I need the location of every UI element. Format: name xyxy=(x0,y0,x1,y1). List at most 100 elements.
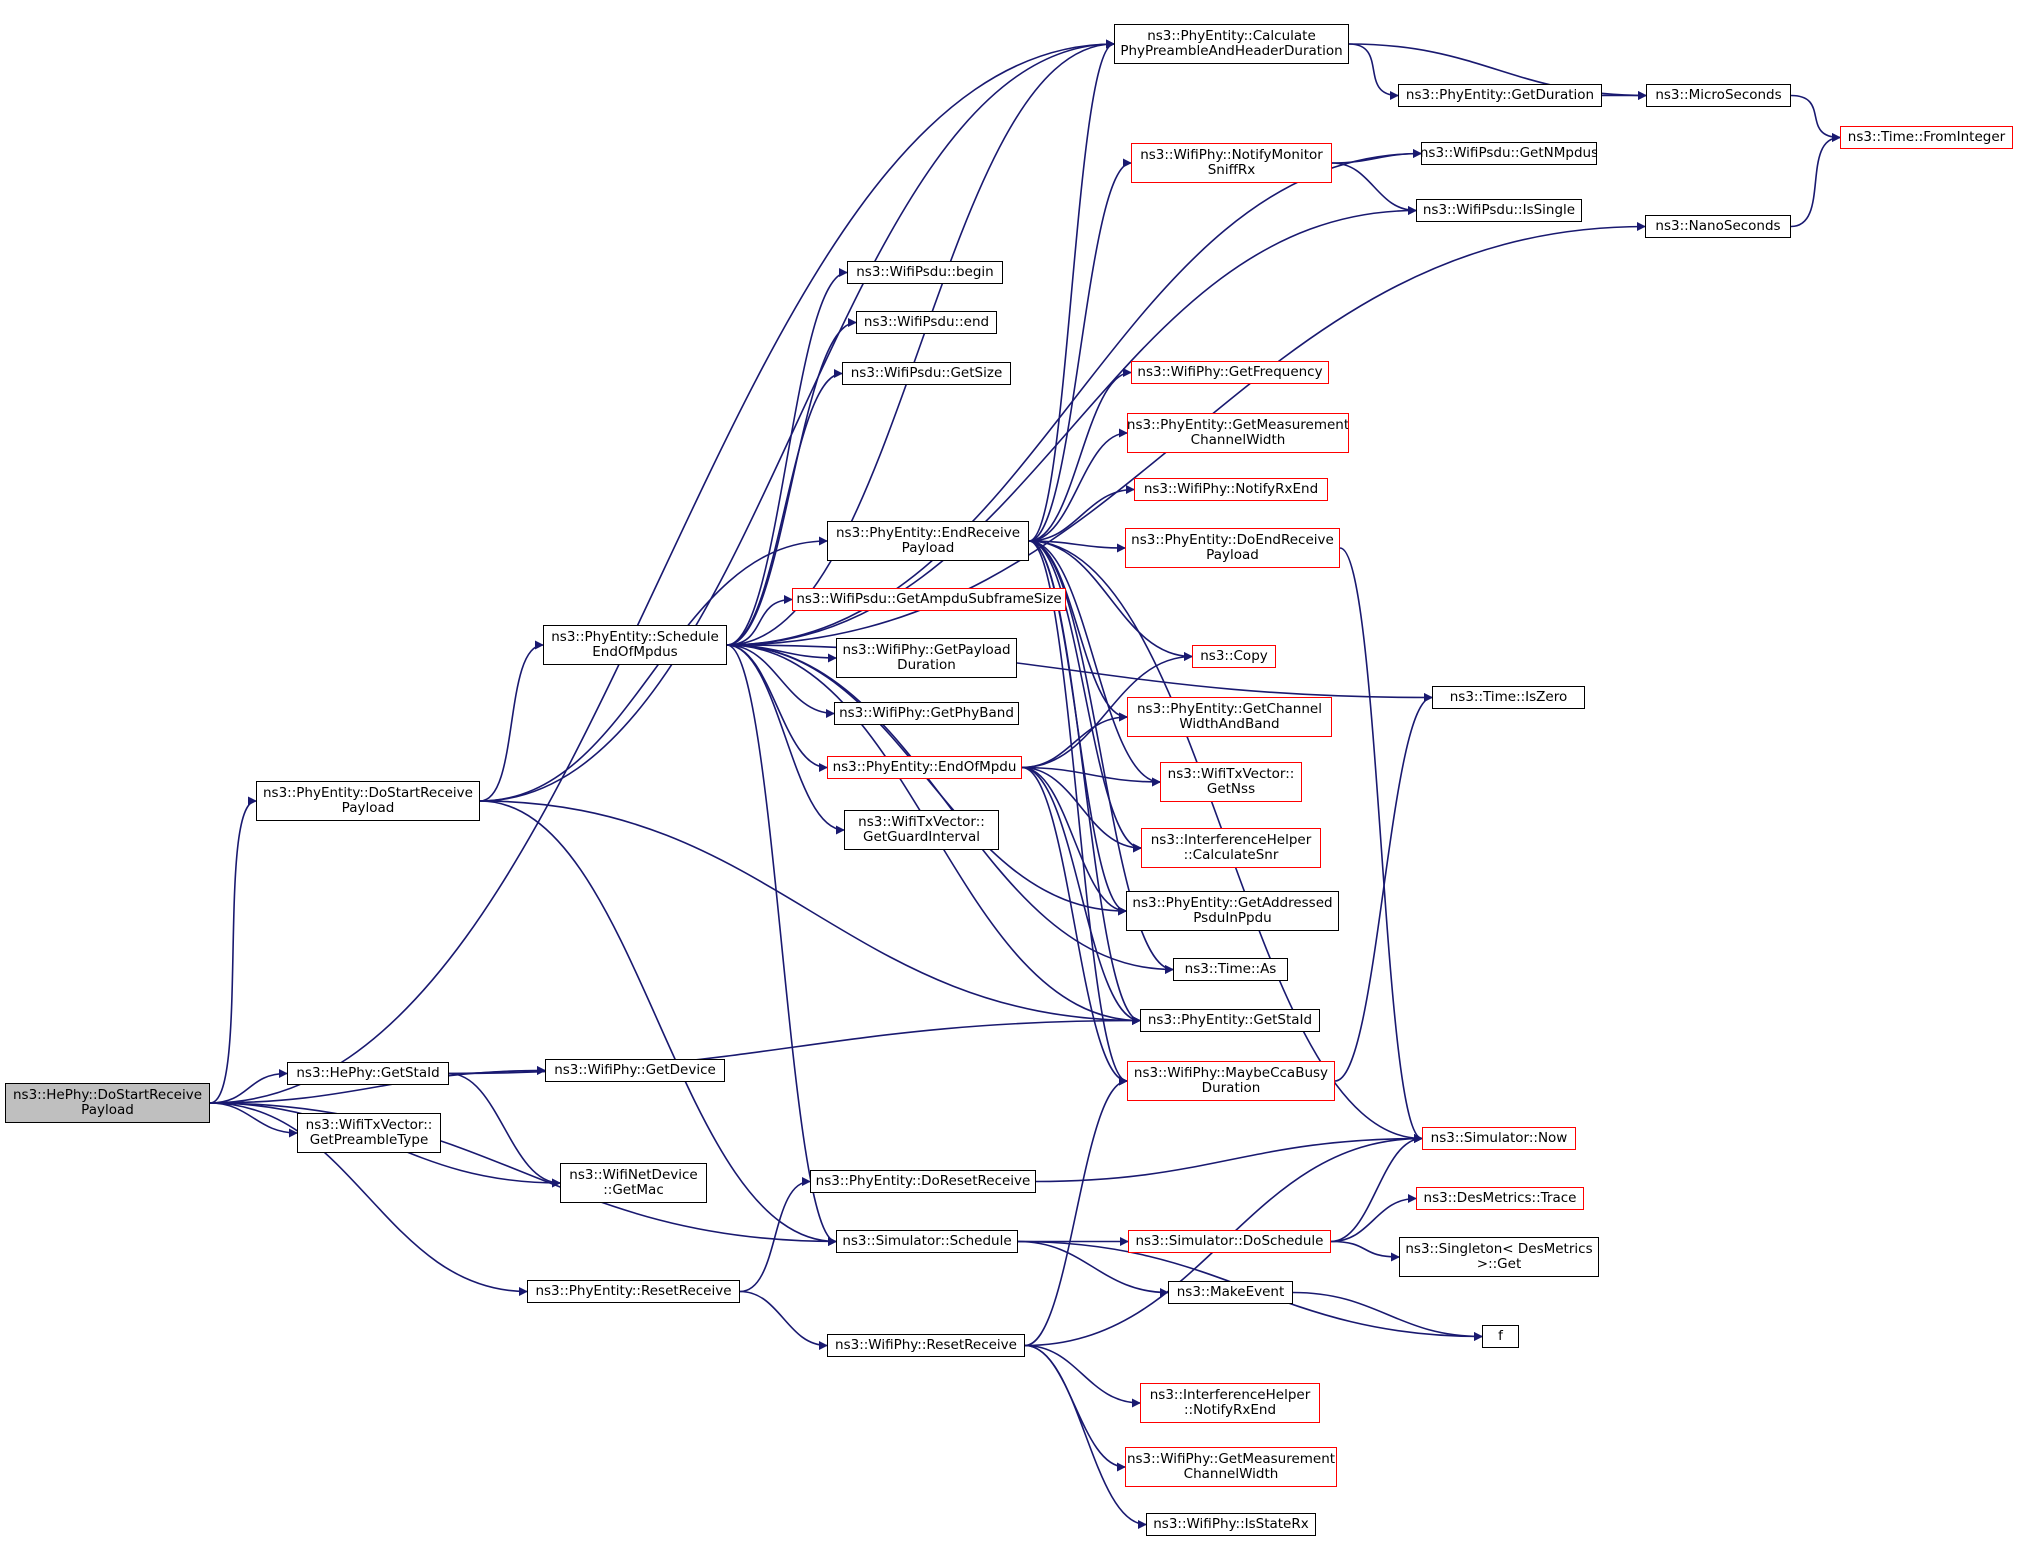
function-node-label: ns3::WifiNetDevice xyxy=(569,1167,698,1183)
function-node-endofmpdu[interactable]: ns3::PhyEntity::EndOfMpdu xyxy=(827,756,1022,779)
function-node-time-iszero[interactable]: ns3::Time::IsZero xyxy=(1432,686,1585,709)
function-node-psdu-begin[interactable]: ns3::WifiPsdu::begin xyxy=(847,261,1003,284)
function-node-label: Duration xyxy=(1201,1080,1261,1096)
function-node-desmetrics-trace[interactable]: ns3::DesMetrics::Trace xyxy=(1416,1187,1584,1210)
function-node-time-as[interactable]: ns3::Time::As xyxy=(1173,958,1288,981)
function-node-simulator-schedule[interactable]: ns3::Simulator::Schedule xyxy=(836,1230,1018,1253)
function-node-wifiphy-getfrequency[interactable]: ns3::WifiPhy::GetFrequency xyxy=(1131,361,1329,384)
call-edge-sched-endofmpdus-to-psdu-issingle xyxy=(726,206,1417,646)
function-node-label: ChannelWidth xyxy=(1190,432,1286,448)
function-node-f[interactable]: f xyxy=(1482,1325,1519,1348)
function-node-label: ns3::WifiPsdu::IsSingle xyxy=(1422,202,1576,218)
call-edge-microseconds-to-time-frominteger xyxy=(1790,94,1841,142)
function-node-calculatesnr[interactable]: ns3::InterferenceHelper::CalculateSnr xyxy=(1141,828,1321,868)
function-node-label: ns3::PhyEntity::EndOfMpdu xyxy=(832,759,1017,775)
function-node-simulator-doschedule[interactable]: ns3::Simulator::DoSchedule xyxy=(1128,1230,1331,1253)
function-node-label: ns3::HePhy::GetStaId xyxy=(296,1065,440,1081)
function-node-label: ChannelWidth xyxy=(1183,1466,1279,1482)
function-node-label: GetNss xyxy=(1206,781,1256,797)
call-edge-endreceivepayload-to-wifiphy-notifyrxend xyxy=(1028,485,1135,542)
function-node-label: ns3::DesMetrics::Trace xyxy=(1423,1190,1577,1206)
function-node-label: ns3::WifiPhy::NotifyMonitor xyxy=(1140,147,1323,163)
call-edge-sched-endofmpdus-to-getampdusubframesize xyxy=(726,595,793,646)
function-node-wnd-getmac[interactable]: ns3::WifiNetDevice::GetMac xyxy=(560,1163,707,1203)
call-edge-notify-monitor-to-psdu-getnmpdus xyxy=(1331,149,1422,164)
function-node-he-getstaid[interactable]: ns3::HePhy::GetStaId xyxy=(287,1062,449,1085)
function-node-label: ns3::WifiPsdu::GetSize xyxy=(850,365,1003,381)
function-node-getampdusubframesize[interactable]: ns3::WifiPsdu::GetAmpduSubframeSize xyxy=(792,588,1066,611)
call-edge-simulator-doschedule-to-singleton-get xyxy=(1330,1240,1400,1262)
function-node-label: ::GetMac xyxy=(603,1182,664,1198)
function-node-label: ns3::InterferenceHelper xyxy=(1149,1387,1311,1403)
function-node-nanoseconds[interactable]: ns3::NanoSeconds xyxy=(1645,215,1791,238)
call-edge-sched-endofmpdus-to-simulator-schedule xyxy=(726,644,837,1246)
function-node-time-frominteger[interactable]: ns3::Time::FromInteger xyxy=(1840,126,2013,149)
function-node-wifiphy-resetreceive[interactable]: ns3::WifiPhy::ResetReceive xyxy=(827,1334,1025,1357)
call-edge-endofmpdu-to-getaddressedpsdu xyxy=(1021,766,1127,916)
function-node-wtv-getpreamble[interactable]: ns3::WifiTxVector::GetPreambleType xyxy=(297,1113,441,1153)
function-node-label: WidthAndBand xyxy=(1179,716,1280,732)
function-node-label: ns3::Singleton< DesMetrics xyxy=(1405,1241,1593,1257)
function-node-wifiphy-notifyrxend[interactable]: ns3::WifiPhy::NotifyRxEnd xyxy=(1134,478,1328,501)
function-node-makeevent[interactable]: ns3::MakeEvent xyxy=(1168,1281,1293,1304)
call-edge-endreceivepayload-to-getnss xyxy=(1028,540,1161,787)
function-node-label: ns3::PhyEntity::GetChannel xyxy=(1137,701,1322,717)
function-node-ih-notifyrxend[interactable]: ns3::InterferenceHelper::NotifyRxEnd xyxy=(1140,1383,1320,1423)
call-edge-root-to-simulator-schedule xyxy=(209,1102,837,1246)
function-node-psdu-getsize[interactable]: ns3::WifiPsdu::GetSize xyxy=(842,362,1011,385)
function-node-getguardinterval[interactable]: ns3::WifiTxVector::GetGuardInterval xyxy=(844,810,999,850)
function-node-getnss[interactable]: ns3::WifiTxVector::GetNss xyxy=(1160,762,1302,802)
call-edge-doendreceivepayload-to-simulator-now xyxy=(1339,547,1423,1143)
function-node-label: Payload xyxy=(901,540,955,556)
function-node-psdu-issingle[interactable]: ns3::WifiPsdu::IsSingle xyxy=(1416,199,1582,222)
function-node-psdu-getnmpdus[interactable]: ns3::WifiPsdu::GetNMpdus xyxy=(1421,142,1597,165)
function-node-phy-resetreceive[interactable]: ns3::PhyEntity::ResetReceive xyxy=(527,1280,740,1303)
call-edge-makeevent-to-f xyxy=(1292,1291,1483,1341)
function-node-wifiphy-getdevice[interactable]: ns3::WifiPhy::GetDevice xyxy=(545,1059,725,1082)
function-node-label: ns3::WifiPsdu::end xyxy=(863,314,990,330)
function-node-getphyband[interactable]: ns3::WifiPhy::GetPhyBand xyxy=(834,702,1019,725)
function-node-microseconds[interactable]: ns3::MicroSeconds xyxy=(1646,84,1791,107)
function-node-label: ns3::PhyEntity::DoEndReceive xyxy=(1131,532,1334,548)
function-node-label: ns3::PhyEntity::GetDuration xyxy=(1405,87,1595,103)
call-edge-root-to-phy-dostart xyxy=(209,796,257,1104)
function-node-label: ns3::Time::As xyxy=(1184,961,1277,977)
function-node-phyentity-getduration[interactable]: ns3::PhyEntity::GetDuration xyxy=(1398,84,1602,107)
call-edge-maybeccabusy-to-time-iszero xyxy=(1334,693,1433,1082)
function-node-label: ns3::WifiPhy::GetFrequency xyxy=(1137,364,1323,380)
function-node-psdu-end[interactable]: ns3::WifiPsdu::end xyxy=(856,311,997,334)
call-edge-endreceivepayload-to-copy xyxy=(1028,540,1193,661)
call-edge-root-to-phy-resetreceive xyxy=(209,1102,528,1296)
function-node-phy-getstaid[interactable]: ns3::PhyEntity::GetStaId xyxy=(1140,1009,1320,1032)
function-node-simulator-now[interactable]: ns3::Simulator::Now xyxy=(1422,1127,1576,1150)
function-node-label: ns3::PhyEntity::ResetReceive xyxy=(535,1283,732,1299)
function-node-label: ns3::MakeEvent xyxy=(1176,1284,1285,1300)
call-edge-phy-resetreceive-to-phy-doresetreceive xyxy=(739,1177,811,1293)
function-node-label: ns3::InterferenceHelper xyxy=(1150,832,1312,848)
function-node-label: ::NotifyRxEnd xyxy=(1183,1402,1277,1418)
call-edge-simulator-doschedule-to-simulator-now xyxy=(1330,1134,1423,1243)
function-node-label: ns3::WifiPhy::GetPhyBand xyxy=(839,705,1014,721)
function-node-phy-doresetreceive[interactable]: ns3::PhyEntity::DoResetReceive xyxy=(810,1170,1036,1193)
call-edge-endreceivepayload-to-maybeccabusy xyxy=(1028,540,1128,1086)
function-node-label: ns3::PhyEntity::GetMeasurement xyxy=(1127,417,1349,433)
call-edge-sched-endofmpdus-to-psdu-getsize xyxy=(726,369,843,646)
function-node-wifiphy-isstaterx[interactable]: ns3::WifiPhy::IsStateRx xyxy=(1146,1513,1316,1536)
function-node-copy[interactable]: ns3::Copy xyxy=(1192,645,1276,668)
function-node-singleton-get[interactable]: ns3::Singleton< DesMetrics>::Get xyxy=(1399,1237,1599,1277)
function-node-label: EndOfMpdus xyxy=(592,644,678,660)
function-node-label: ns3::NanoSeconds xyxy=(1655,218,1781,234)
